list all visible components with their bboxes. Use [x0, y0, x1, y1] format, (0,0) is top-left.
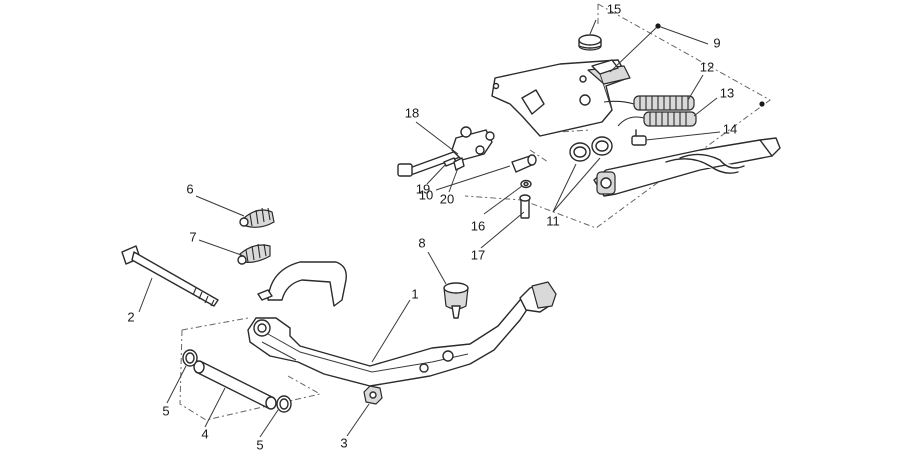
leader-lines: [138, 19, 721, 438]
spring-part-13: [617, 111, 697, 127]
callout-16: 16: [471, 218, 485, 233]
side-stand-leg: [593, 137, 781, 197]
screw-part-17: [519, 194, 531, 219]
pin-part-14: [631, 129, 647, 146]
callout-5-left: 5: [162, 403, 169, 418]
screw-part-20: [453, 157, 465, 171]
callout-12: 12: [700, 59, 714, 74]
long-bolt-part-2: [121, 245, 219, 307]
pivot-tube-part-4: [193, 360, 277, 410]
rubber-buffer-part-8: [443, 282, 469, 319]
side-stand-bracket: [491, 59, 631, 137]
circlip-part-5-right: [276, 395, 292, 413]
callout-17: 17: [471, 247, 485, 262]
callout-5-right: 5: [256, 437, 263, 452]
callout-3: 3: [340, 435, 347, 450]
callout-4: 4: [201, 426, 208, 441]
callout-numbers: 1 2 3 4 5 5 6 7 8 9 10 11 12 13 14 15 16…: [127, 1, 737, 452]
callout-14: 14: [723, 121, 737, 136]
nut-part-3: [363, 385, 383, 405]
callout-18: 18: [405, 105, 419, 120]
spring-part-12: [603, 95, 695, 111]
callout-7: 7: [189, 229, 196, 244]
callout-1: 1: [411, 286, 418, 301]
callout-13: 13: [720, 85, 734, 100]
bolt-part-10: [511, 154, 537, 173]
assembly-guide-lines: [179, 3, 771, 421]
callout-9: 9: [713, 35, 720, 50]
circlip-part-5-left: [182, 349, 198, 367]
callout-15: 15: [607, 1, 621, 16]
sensor-switch-part-18: [397, 126, 495, 177]
assembly-dot-markers: [655, 23, 765, 107]
callout-20: 20: [440, 191, 454, 206]
rubber-pad-part-15: [578, 34, 602, 51]
callout-2: 2: [127, 309, 134, 324]
washer-part-16: [520, 179, 532, 189]
spring-part-6: [239, 207, 275, 228]
spring-part-7: [237, 243, 271, 265]
callout-6: 6: [186, 181, 193, 196]
washer-part-11: [569, 136, 613, 162]
center-stand-part-1: [247, 261, 557, 387]
callout-11: 11: [546, 213, 560, 228]
callout-10: 10: [419, 187, 433, 202]
callout-19: 19: [416, 181, 430, 196]
callout-8: 8: [418, 235, 425, 250]
